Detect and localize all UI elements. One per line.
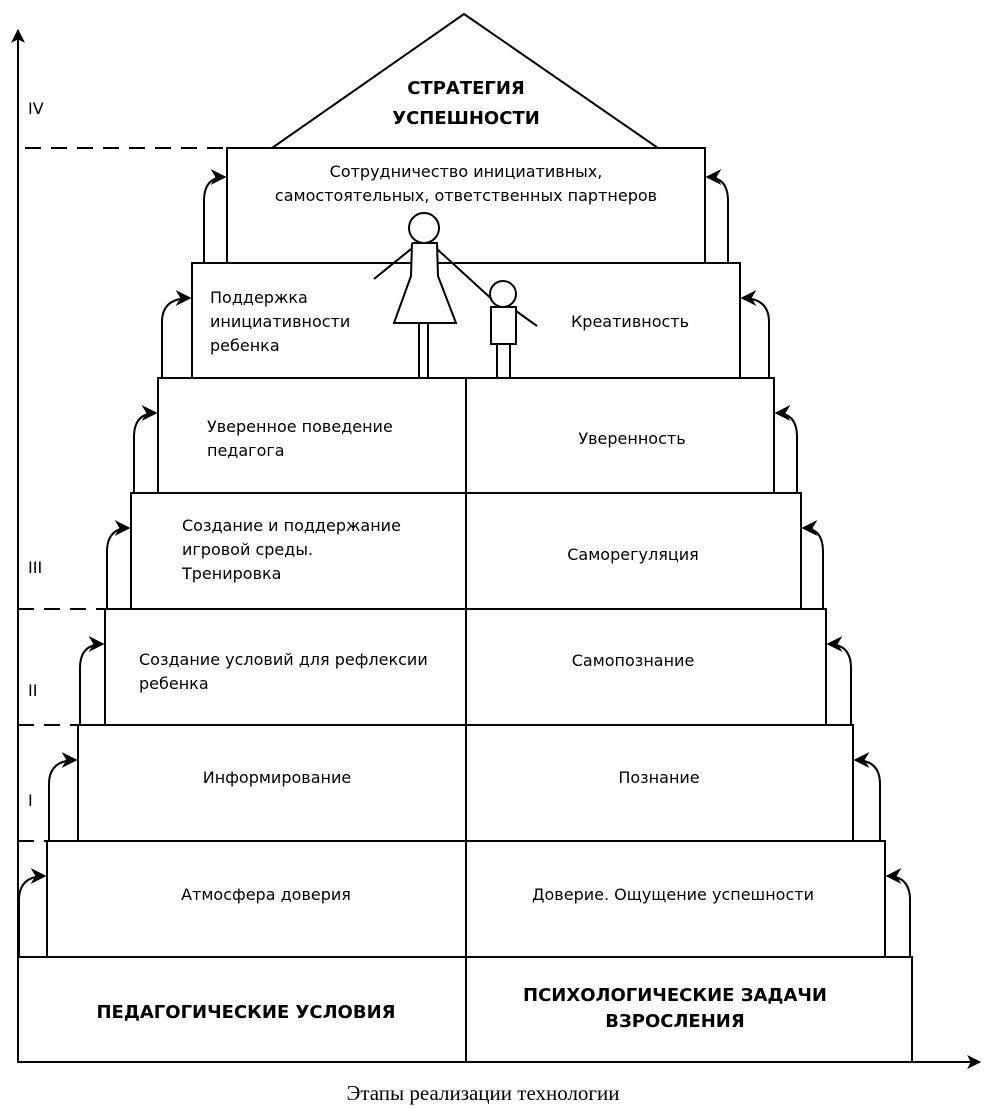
step-arrow-right-13 xyxy=(740,290,770,378)
roof-title-line-1: СТРАТЕГИЯ xyxy=(407,78,525,99)
x-axis-caption: Этапы реализации технологии xyxy=(346,1081,619,1105)
base-row: ПЕДАГОГИЧЕСКИЕ УСЛОВИЯ ПСИХОЛОГИЧЕСКИЕ З… xyxy=(17,956,913,1063)
level-6-left-text: Атмосфера доверия xyxy=(181,885,351,904)
step-arrow-right-14 xyxy=(705,169,729,263)
stage-label-iv: IV xyxy=(28,99,44,118)
level-3-right-text: Саморегуляция xyxy=(567,545,698,564)
step-arrows xyxy=(18,169,911,957)
step-arrow-left-5 xyxy=(133,405,158,493)
teacher-figure xyxy=(373,212,497,377)
step-arrow-right-12 xyxy=(774,405,798,493)
level-row-3: Создание и поддержание игровой среды. Тр… xyxy=(130,492,802,610)
stage-label-iii: III xyxy=(28,558,42,577)
level-row-2: Уверенное поведение педагога Уверенность xyxy=(157,377,775,494)
step-arrow-left-6 xyxy=(161,290,192,378)
stage-label-ii: II xyxy=(28,681,37,700)
level-2-left-line-2: педагога xyxy=(207,441,285,460)
level-1-left-line-1: Поддержка xyxy=(210,288,308,307)
step-arrow-left-7 xyxy=(203,169,227,263)
step-arrow-right-11 xyxy=(801,520,824,609)
level-4-right-text: Самопознание xyxy=(572,651,695,670)
step-arrow-left-1 xyxy=(18,868,47,957)
step-arrow-left-4 xyxy=(106,520,131,609)
level-1-left-line-3: ребенка xyxy=(210,336,280,355)
top-block-line-1: Сотрудничество инициативных, xyxy=(330,162,603,181)
level-2-left-line-1: Уверенное поведение xyxy=(207,417,393,436)
base-left-text: ПЕДАГОГИЧЕСКИЕ УСЛОВИЯ xyxy=(96,1002,395,1023)
top-block xyxy=(226,147,706,264)
step-arrow-right-9 xyxy=(853,752,881,841)
level-5-right-text: Познание xyxy=(618,768,699,787)
level-3-left-line-3: Тренировка xyxy=(181,564,281,583)
step-arrow-right-10 xyxy=(826,636,852,725)
base-right-line-2: ВЗРОСЛЕНИЯ xyxy=(605,1011,744,1032)
level-4-left-line-2: ребенка xyxy=(139,674,209,693)
level-row-1: Поддержка инициативности ребенка Креатив… xyxy=(191,262,741,379)
level-1-box xyxy=(191,262,741,379)
level-6-right-text: Доверие. Ощущение успешности xyxy=(532,885,814,904)
level-row-5: Информирование Познание xyxy=(77,724,854,842)
level-5-left-text: Информирование xyxy=(203,768,351,787)
step-arrow-left-3 xyxy=(79,636,105,725)
roof-title-line-2: УСПЕШНОСТИ xyxy=(392,108,540,129)
level-4-left-line-1: Создание условий для рефлексии xyxy=(139,650,428,669)
level-1-left-line-2: инициативности xyxy=(210,312,350,331)
level-row-4: Создание условий для рефлексии ребенка С… xyxy=(104,608,827,726)
step-arrow-right-8 xyxy=(885,868,911,957)
level-2-right-text: Уверенность xyxy=(578,429,685,448)
level-1-right-text: Креативность xyxy=(571,312,689,331)
level-3-left-line-2: игровой среды. xyxy=(182,540,313,559)
level-row-6: Атмосфера доверия Доверие. Ощущение успе… xyxy=(46,840,886,958)
step-arrow-left-2 xyxy=(48,752,78,841)
top-block-line-2: самостоятельных, ответственных партнеров xyxy=(275,186,657,205)
base-right-line-1: ПСИХОЛОГИЧЕСКИЕ ЗАДАЧИ xyxy=(523,985,827,1006)
stage-label-i: I xyxy=(28,791,33,810)
child-figure xyxy=(489,280,538,377)
level-3-left-line-1: Создание и поддержание xyxy=(182,516,401,535)
